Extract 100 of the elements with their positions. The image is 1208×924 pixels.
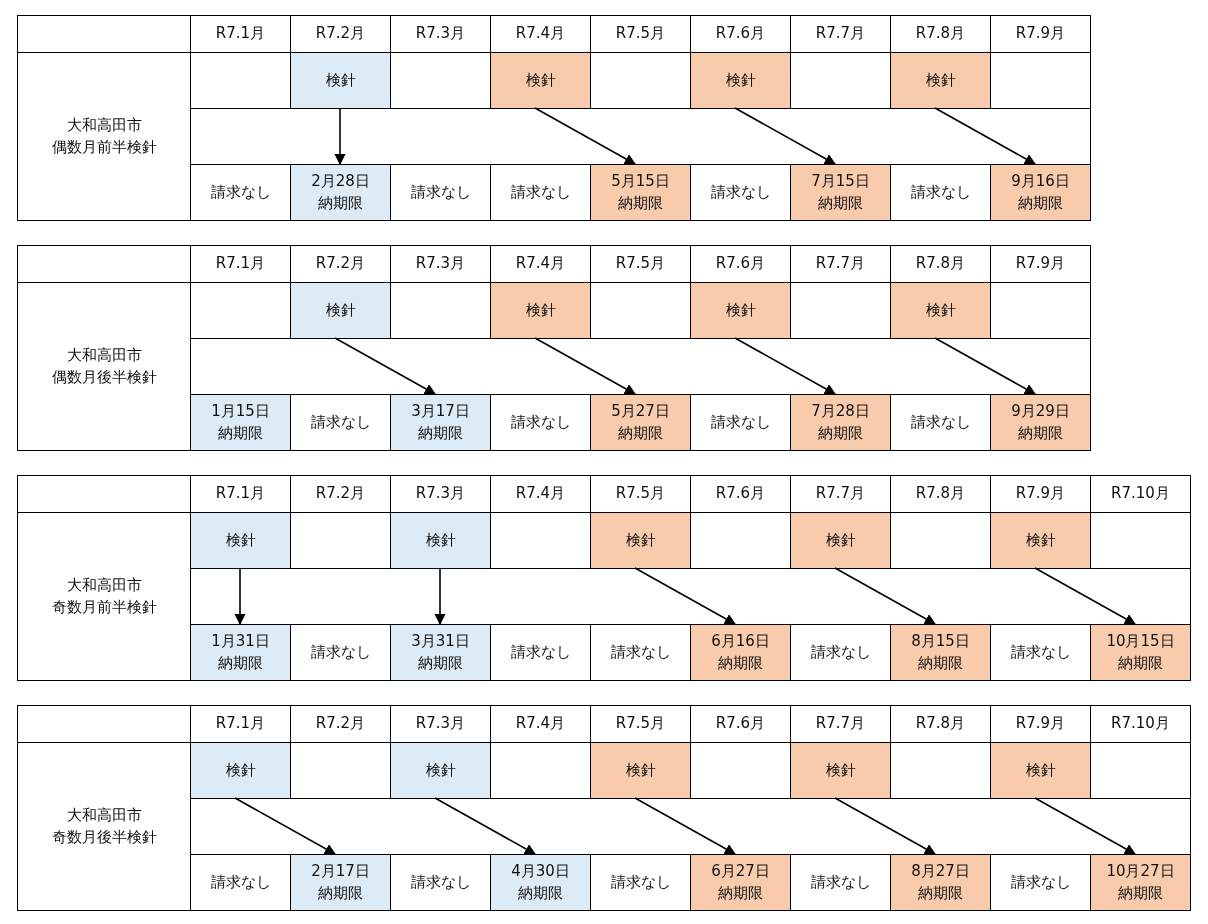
date-text: 9月29日 — [1011, 400, 1070, 422]
arrow — [934, 337, 1036, 395]
meter-reading-cell: 検針 — [290, 52, 391, 109]
date-text: 5月27日 — [611, 400, 670, 422]
arrow — [534, 107, 636, 165]
due-date-cell — [690, 854, 791, 911]
due-date-cell — [590, 164, 691, 221]
date-text: 3月31日 — [411, 630, 470, 652]
due-label: 納期限 — [718, 652, 763, 674]
meter-reading-cell: 検針 — [690, 282, 791, 339]
due-label: 納期限 — [918, 882, 963, 904]
date-text: 6月27日 — [711, 860, 770, 882]
due-label: 納期限 — [818, 422, 863, 444]
meter-reading-cell: 検針 — [190, 742, 291, 799]
meter-reading-cell: 検針 — [890, 52, 991, 109]
arrow — [234, 567, 246, 626]
row-title: 奇数月後半検針 — [51, 826, 157, 848]
due-date-cell — [790, 164, 891, 221]
due-date-cell — [690, 624, 791, 681]
arrow — [434, 567, 446, 626]
row-title: 大和高田市 — [66, 574, 142, 596]
arrow — [634, 567, 736, 625]
date-text: 1月31日 — [211, 630, 270, 652]
due-date-cell — [190, 624, 291, 681]
arrow — [934, 107, 1036, 165]
arrow — [234, 797, 336, 855]
arrow — [834, 567, 936, 625]
row-title: 大和高田市 — [66, 344, 142, 366]
arrow — [334, 337, 436, 395]
month-header: R7.9月 — [990, 245, 1091, 283]
date-text: 5月15日 — [611, 170, 670, 192]
due-label: 納期限 — [1018, 192, 1063, 214]
date-text: 10月27日 — [1106, 860, 1175, 882]
due-label: 納期限 — [418, 422, 463, 444]
date-text: 9月16日 — [1011, 170, 1070, 192]
arrow — [1034, 797, 1136, 855]
date-text: 8月27日 — [911, 860, 970, 882]
row-title: 偶数月後半検針 — [51, 366, 157, 388]
month-header: R7.10月 — [1090, 705, 1191, 743]
due-date-cell — [390, 624, 491, 681]
date-text: 6月16日 — [711, 630, 770, 652]
due-date-cell — [790, 394, 891, 451]
due-label: 納期限 — [1118, 652, 1163, 674]
due-date-cell — [290, 854, 391, 911]
date-text: 1月15日 — [211, 400, 270, 422]
due-label: 納期限 — [618, 422, 663, 444]
arrow — [634, 797, 736, 855]
arrow — [834, 797, 936, 855]
due-label: 納期限 — [318, 192, 363, 214]
arrow — [1034, 567, 1136, 625]
row-title: 大和高田市 — [66, 114, 142, 136]
date-text: 2月28日 — [311, 170, 370, 192]
due-date-cell — [390, 394, 491, 451]
due-label: 納期限 — [518, 882, 563, 904]
due-label: 納期限 — [718, 882, 763, 904]
row-title: 偶数月前半検針 — [51, 136, 157, 158]
due-label: 納期限 — [1018, 422, 1063, 444]
due-date-cell — [990, 164, 1091, 221]
due-date-cell — [190, 394, 291, 451]
due-label: 納期限 — [318, 882, 363, 904]
meter-reading-cell: 検針 — [690, 52, 791, 109]
arrow — [334, 107, 346, 166]
arrow — [734, 337, 836, 395]
due-label: 納期限 — [618, 192, 663, 214]
meter-reading-cell: 検針 — [990, 512, 1091, 569]
due-date-cell — [890, 624, 991, 681]
due-label: 納期限 — [218, 422, 263, 444]
meter-reading-cell: 検針 — [990, 742, 1091, 799]
meter-reading-cell: 検針 — [490, 52, 591, 109]
meter-reading-cell: 検針 — [290, 282, 391, 339]
arrow — [434, 797, 536, 855]
due-date-cell — [490, 854, 591, 911]
meter-reading-cell: 検針 — [390, 742, 491, 799]
date-text: 8月15日 — [911, 630, 970, 652]
date-text: 7月28日 — [811, 400, 870, 422]
meter-reading-cell: 検針 — [390, 512, 491, 569]
arrow — [734, 107, 836, 165]
due-label: 納期限 — [218, 652, 263, 674]
due-date-cell — [890, 854, 991, 911]
month-header: R7.9月 — [990, 15, 1091, 53]
meter-reading-cell: 検針 — [890, 282, 991, 339]
date-text: 2月17日 — [311, 860, 370, 882]
row-title: 大和高田市 — [66, 804, 142, 826]
date-text: 3月17日 — [411, 400, 470, 422]
date-text: 7月15日 — [811, 170, 870, 192]
meter-reading-cell: 検針 — [590, 512, 691, 569]
due-label: 納期限 — [818, 192, 863, 214]
meter-reading-cell: 検針 — [790, 512, 891, 569]
due-date-cell — [990, 394, 1091, 451]
date-text: 4月30日 — [511, 860, 570, 882]
meter-reading-cell: 検針 — [490, 282, 591, 339]
date-text: 10月15日 — [1106, 630, 1175, 652]
meter-reading-cell: 検針 — [590, 742, 691, 799]
month-header: R7.10月 — [1090, 475, 1191, 513]
due-label: 納期限 — [918, 652, 963, 674]
row-title: 奇数月前半検針 — [51, 596, 157, 618]
due-label: 納期限 — [418, 652, 463, 674]
meter-reading-cell: 検針 — [190, 512, 291, 569]
due-date-cell — [1090, 624, 1191, 681]
due-date-cell — [1090, 854, 1191, 911]
